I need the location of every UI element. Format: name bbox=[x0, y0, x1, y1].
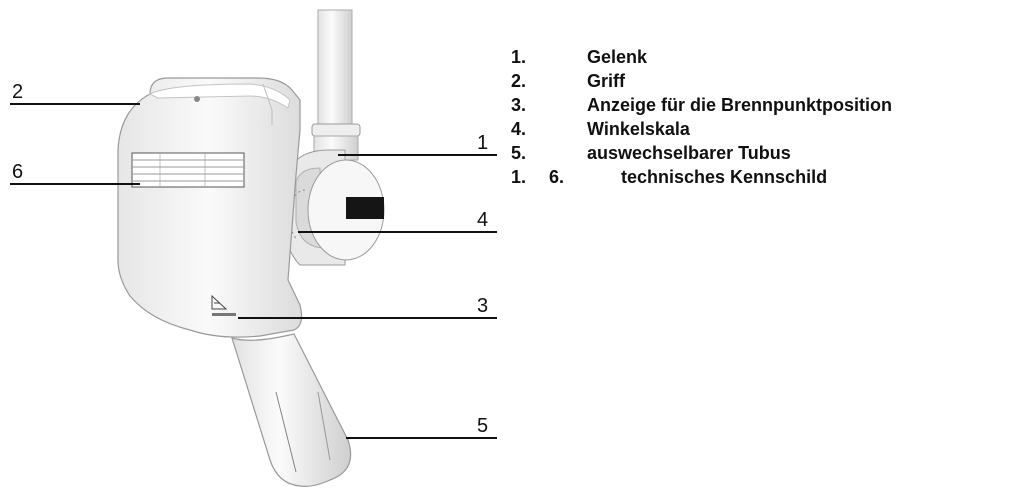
legend-label: Griff bbox=[587, 71, 625, 91]
legend-item: 2.Griff bbox=[511, 69, 892, 93]
legend-list: 1.Gelenk 2.Griff 3.Anzeige für die Brenn… bbox=[511, 45, 892, 189]
rating-plate bbox=[132, 153, 244, 187]
mounting-arm bbox=[312, 10, 360, 160]
legend-item: 4.Winkelskala bbox=[511, 117, 892, 141]
callout-label-5: 5 bbox=[477, 415, 488, 437]
legend-label: Anzeige für die Brennpunktposition bbox=[587, 95, 892, 115]
joint-housing bbox=[284, 150, 384, 265]
legend-label: Gelenk bbox=[587, 47, 647, 67]
legend-number: 2. bbox=[511, 69, 587, 93]
legend-prefix: 1. bbox=[511, 165, 549, 189]
callout-label-6: 6 bbox=[12, 161, 23, 183]
legend-item: 1.6.technisches Kennschild bbox=[511, 165, 892, 189]
interchangeable-cone bbox=[232, 334, 351, 486]
callout-label-1: 1 bbox=[477, 132, 488, 154]
legend-number: 3. bbox=[511, 93, 587, 117]
legend-number: 5. bbox=[511, 141, 587, 165]
legend-item: 5.auswechselbarer Tubus bbox=[511, 141, 892, 165]
legend-item: 1.Gelenk bbox=[511, 45, 892, 69]
legend-number: 6. bbox=[549, 165, 621, 189]
focal-display-window bbox=[346, 197, 384, 219]
legend-label: technisches Kennschild bbox=[621, 167, 827, 187]
callout-label-4: 4 bbox=[477, 209, 488, 231]
callout-label-2: 2 bbox=[12, 81, 23, 103]
legend-number: 1. bbox=[511, 45, 587, 69]
legend-number: 4. bbox=[511, 117, 587, 141]
tube-head-body bbox=[118, 78, 302, 337]
legend-label: auswechselbarer Tubus bbox=[587, 143, 791, 163]
legend-item: 3.Anzeige für die Brennpunktposition bbox=[511, 93, 892, 117]
legend-label: Winkelskala bbox=[587, 119, 690, 139]
callout-label-3: 3 bbox=[477, 295, 488, 317]
